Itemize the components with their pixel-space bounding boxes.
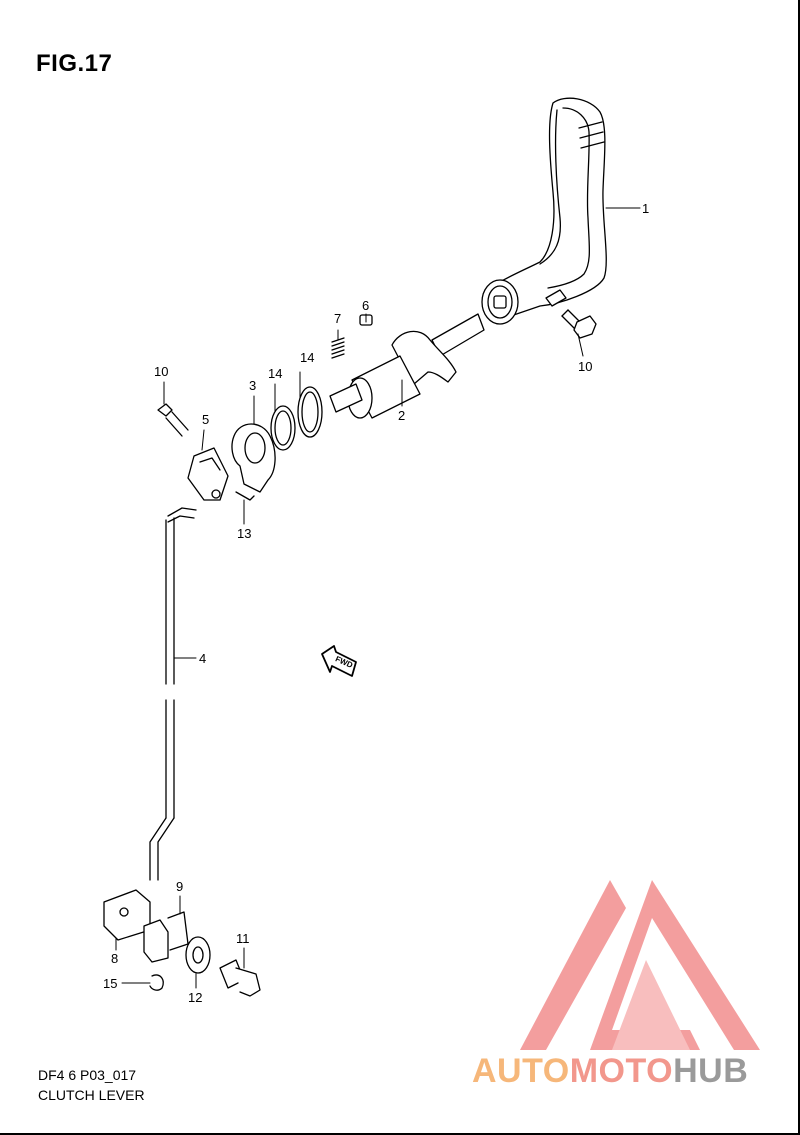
callout-12: 12 [188, 990, 202, 1005]
callout-9: 9 [176, 879, 183, 894]
callout-7: 7 [334, 311, 341, 326]
callout-3: 3 [249, 378, 256, 393]
callout-2: 2 [398, 408, 405, 423]
callout-15: 15 [103, 976, 117, 991]
callout-4: 4 [199, 651, 206, 666]
bolt-right [561, 309, 597, 339]
callout-6: 6 [362, 298, 369, 313]
clutch-rod-4 [149, 507, 197, 881]
bolt-left [157, 403, 189, 437]
callout-8: 8 [111, 951, 118, 966]
callout-14-b: 14 [300, 350, 314, 365]
figure-code: DF4 6 P03_017 [38, 1067, 137, 1083]
washer-12 [185, 936, 211, 974]
callout-5: 5 [202, 412, 209, 427]
rod-plate-8 [103, 889, 151, 941]
bolt-11 [219, 959, 261, 997]
clip-13 [235, 491, 255, 501]
rod-connector-9 [143, 911, 189, 963]
bracket-plate-3 [231, 423, 276, 493]
figure-name: CLUTCH LEVER [38, 1087, 145, 1103]
callout-1: 1 [642, 201, 649, 216]
leader-lines [115, 207, 641, 989]
watermark-text: AUTOMOTOHUB [472, 1052, 749, 1090]
callout-11: 11 [236, 931, 250, 946]
callout-10-left: 10 [154, 364, 168, 379]
e-clip-15 [149, 974, 164, 991]
link-bracket-5 [187, 447, 229, 501]
clutch-shaft [329, 313, 485, 419]
clutch-lever-handle [481, 97, 607, 325]
callout-14-a: 14 [268, 366, 282, 381]
spring-7 [331, 337, 345, 359]
watermark-logo-icon [520, 880, 760, 1050]
callout-10-right: 10 [578, 359, 592, 374]
fwd-arrow [321, 645, 357, 677]
figure-title: FIG.17 [36, 50, 113, 77]
callout-13: 13 [237, 526, 251, 541]
